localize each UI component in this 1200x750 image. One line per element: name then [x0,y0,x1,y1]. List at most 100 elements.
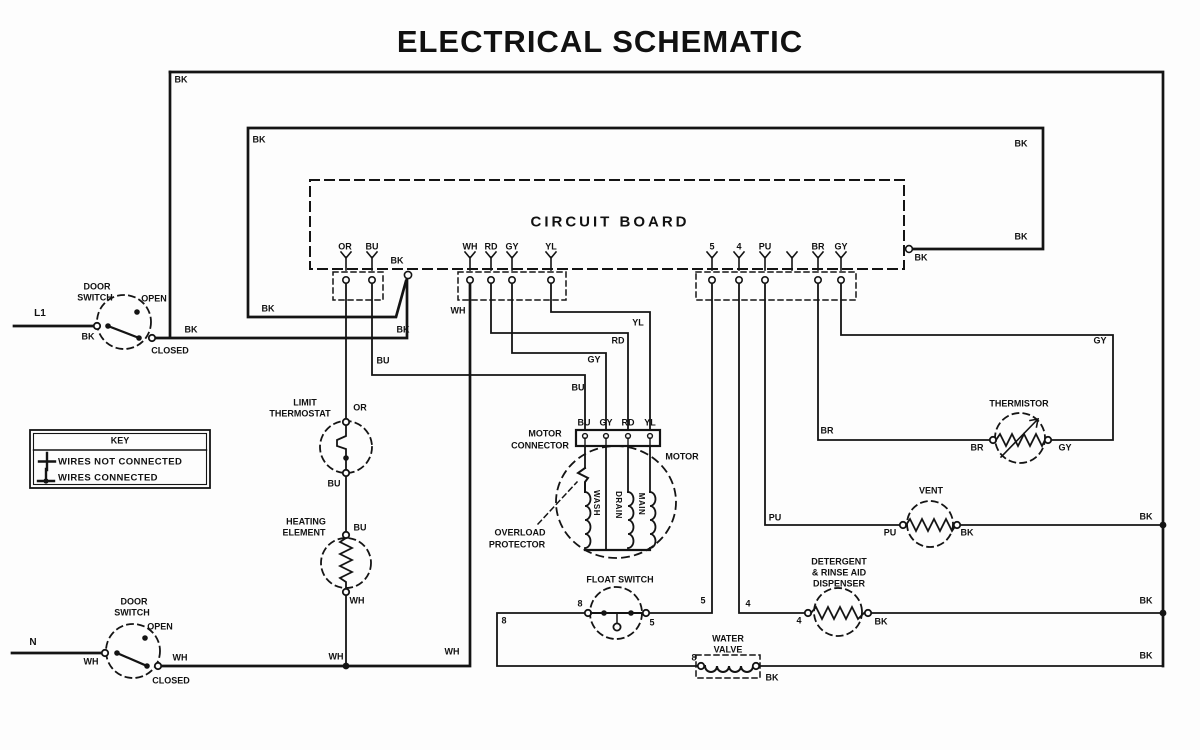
connector-box-right [695,271,857,301]
pin-hooks [339,250,848,271]
door-switch-bottom-open: OPEN [147,621,173,632]
resistor-symbol [904,516,958,534]
connector-label-bu: BU [577,417,591,428]
wire-label-8-valve: 8 [691,652,697,663]
pin-label-rd: RD [484,241,498,252]
wire-label-wh-after-switch: WH [172,652,188,663]
wire-label-br-thermistor: BR [970,442,984,453]
wire-pu [764,283,901,526]
door-switch-bottom-name-1: DOOR [120,596,148,607]
board-title: CIRCUIT BOARD [530,213,690,231]
heating-element [320,530,372,597]
wire-label-4-riser: 4 [745,598,751,609]
limit-thermostat-name-1: LIMIT [293,397,317,408]
wire-label-bk-feed-upper: BK [390,255,404,266]
pin-label-5: 5 [709,241,715,252]
wire-br [817,283,991,441]
wire-label-bk-dispenser: BK [874,616,888,627]
motor-connector-name-2: CONNECTOR [511,440,569,451]
wire-4 [738,283,805,614]
wire-label-8-float: 8 [577,598,583,609]
wire-label-bu-mid: BU [571,382,585,393]
wire-label-or-limit: OR [353,402,367,413]
wire-5 [649,283,713,614]
wire-label-pu-vent: PU [883,527,897,538]
wire-label-4-dispenser: 4 [796,615,802,626]
water-valve-name-1: WATER [712,633,744,644]
wire-label-bk-box-bottom-right: BK [1014,231,1028,242]
wire-label-gy-return: GY [1093,335,1107,346]
connector-label-rd: RD [621,417,635,428]
wire-label-bk-board-right-pin: BK [914,252,928,263]
wire-label-bk-vent: BK [960,527,974,538]
wire-label-8-corner: 8 [501,615,507,626]
dispenser-name-1: DETERGENT [811,556,867,567]
pin-label-bu: BU [365,241,379,252]
heating-element-name-1: HEATING [286,516,326,527]
main-winding [649,491,657,551]
door-switch-top-open: OPEN [141,293,167,304]
pin-label-4: 4 [736,241,742,252]
wire-bu [371,283,586,431]
wire-label-bk-dispenser-rail: BK [1139,595,1153,606]
connector-box-left [332,271,384,301]
wire-yl [550,283,651,431]
pin-label-gy2: GY [834,241,848,252]
wire-label-bk-box-corner: BK [261,303,275,314]
circuit-board-pins [339,244,914,284]
wire-label-yl: YL [632,317,644,328]
open-contact-dot [134,309,140,315]
wire-label-rd: RD [611,335,625,346]
float-switch [583,586,651,640]
resistor-symbol [337,536,355,590]
door-switch-top-closed: CLOSED [151,345,189,356]
wire-label-bk-box-top-right: BK [1014,138,1028,149]
open-contact-dot [142,635,148,641]
wire-label-wh-vertical: WH [450,305,466,316]
door-switch-bottom-name-2: SWITCH [114,607,150,618]
wire-label-gy: GY [587,354,601,365]
pin-label-wh: WH [462,241,478,252]
key-box [29,429,211,489]
heating-element-name-2: ELEMENT [282,527,326,538]
wire-gy-thermistor-return [840,283,1114,441]
bottom-wh-line [159,283,472,668]
line-label-n: N [29,637,37,648]
dispenser-name-3: DISPENSER [812,578,866,589]
not-connected-symbol [37,451,57,472]
winding-label-wash: WASH [592,490,601,516]
float-switch-name: FLOAT SWITCH [586,574,654,585]
power-rails [10,70,1165,668]
motor-connector-name-1: MOTOR [528,428,562,439]
wire-label-wh-heater: WH [349,595,365,606]
wire-label-bk-valve-rail: BK [1139,650,1153,661]
top-and-right-rail [168,70,1165,668]
page-title: ELECTRICAL SCHEMATIC [396,24,804,59]
wire-label-bu-limit: BU [327,478,341,489]
line-label-l1: L1 [34,308,46,319]
thermistor [988,412,1053,464]
wire-label-bu-heater: BU [353,522,367,533]
wire-gy-motor [511,283,607,431]
wire-label-bk-box-top-left: BK [252,134,266,145]
wire-label-5-float: 5 [649,617,655,628]
junction-dots [342,521,1167,670]
winding-label-main: MAIN [637,492,646,516]
key-title: KEY [110,435,130,446]
overload-pointer [536,480,579,526]
wire-label-bk-vent-rail: BK [1139,511,1153,522]
wire-label-gy-thermistor: GY [1058,442,1072,453]
wire-label-bu-left: BU [376,355,390,366]
wire-rd [490,283,629,431]
wire-label-wh-bottom: WH [328,651,344,662]
switched-bk-line [153,277,409,340]
pin-label-yl: YL [545,241,557,252]
door-switch-top-name-1: DOOR [83,281,111,292]
wire-label-bk-top-rail: BK [174,74,188,85]
motor-name: MOTOR [665,451,699,462]
resistor-symbol [994,431,1047,449]
wire-label-bk-feed-lower: BK [396,324,410,335]
thermistor-name: THERMISTOR [989,398,1049,409]
